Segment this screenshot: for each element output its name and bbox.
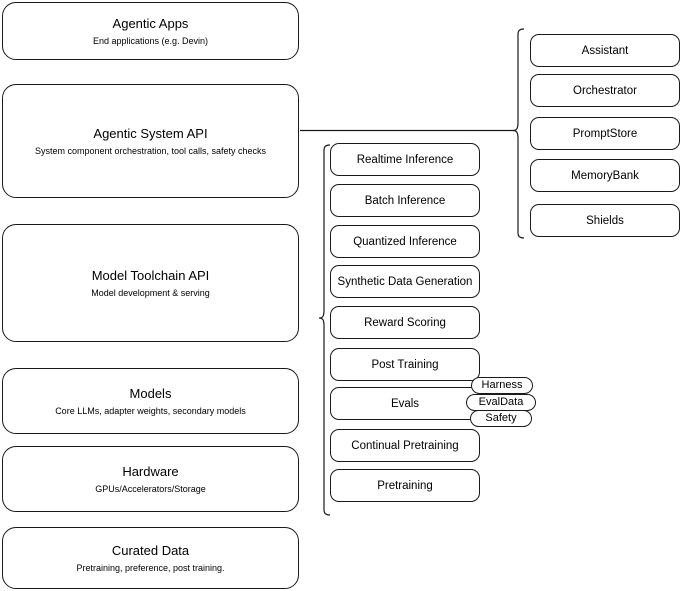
layer-title: Models <box>129 385 172 401</box>
toolchain-item-label: Realtime Inference <box>356 153 454 166</box>
evals-subcomponent-harness[interactable]: Harness <box>471 377 533 394</box>
toolchain-item-quantized-inference[interactable]: Quantized Inference <box>330 225 480 258</box>
layer-model-toolchain-api[interactable]: Model Toolchain API Model development & … <box>2 224 299 342</box>
layer-curated-data[interactable]: Curated Data Pretraining, preference, po… <box>2 527 299 589</box>
toolchain-item-reward-scoring[interactable]: Reward Scoring <box>330 306 480 339</box>
toolchain-item-label: Quantized Inference <box>353 235 457 248</box>
layer-hardware[interactable]: Hardware GPUs/Accelerators/Storage <box>2 446 299 512</box>
system-item-label: Shields <box>586 214 624 227</box>
toolchain-item-continual-pretraining[interactable]: Continual Pretraining <box>330 429 480 462</box>
toolchain-item-label: Batch Inference <box>364 194 446 207</box>
evals-subcomponent-label: Harness <box>481 379 523 391</box>
layer-title: Agentic Apps <box>112 15 189 31</box>
layer-models[interactable]: Models Core LLMs, adapter weights, secon… <box>2 368 299 434</box>
system-item-label: MemoryBank <box>571 169 639 182</box>
evals-subcomponent-label: EvalData <box>478 396 524 408</box>
layer-title: Curated Data <box>111 542 190 558</box>
system-components-brace <box>512 28 525 239</box>
layer-title: Hardware <box>122 463 179 479</box>
system-item-orchestrator[interactable]: Orchestrator <box>530 74 680 107</box>
toolchain-item-label: Pretraining <box>377 479 433 492</box>
system-item-label: Orchestrator <box>573 84 637 97</box>
layer-subtitle: Model development & serving <box>91 287 210 298</box>
layer-subtitle: GPUs/Accelerators/Storage <box>95 483 206 494</box>
layer-agentic-apps[interactable]: Agentic Apps End applications (e.g. Devi… <box>2 2 299 60</box>
layer-agentic-system-api[interactable]: Agentic System API System component orch… <box>2 84 299 198</box>
evals-subcomponent-label: Safety <box>485 412 517 424</box>
toolchain-item-evals[interactable]: Evals <box>330 387 480 420</box>
layer-title: Agentic System API <box>93 125 208 141</box>
layer-subtitle: System component orchestration, tool cal… <box>34 145 267 156</box>
toolchain-item-post-training[interactable]: Post Training <box>330 348 480 381</box>
layer-title: Model Toolchain API <box>91 267 210 283</box>
toolchain-item-label: Post Training <box>371 358 439 371</box>
evals-subcomponent-safety[interactable]: Safety <box>470 410 532 427</box>
layer-subtitle: End applications (e.g. Devin) <box>92 35 209 46</box>
toolchain-item-label: Synthetic Data Generation <box>337 275 473 288</box>
system-item-label: PromptStore <box>572 127 638 140</box>
toolchain-components-brace <box>318 144 331 516</box>
toolchain-item-pretraining[interactable]: Pretraining <box>330 469 480 502</box>
toolchain-item-synthetic-data-generation[interactable]: Synthetic Data Generation <box>330 265 480 298</box>
system-item-memorybank[interactable]: MemoryBank <box>530 159 680 192</box>
system-item-promptstore[interactable]: PromptStore <box>530 117 680 150</box>
toolchain-item-realtime-inference[interactable]: Realtime Inference <box>330 143 480 176</box>
toolchain-item-label: Continual Pretraining <box>351 439 459 452</box>
layer-subtitle: Core LLMs, adapter weights, secondary mo… <box>55 405 246 416</box>
evals-subcomponent-evaldata[interactable]: EvalData <box>466 394 536 411</box>
toolchain-item-label: Evals <box>390 397 420 410</box>
toolchain-item-batch-inference[interactable]: Batch Inference <box>330 184 480 217</box>
system-item-label: Assistant <box>581 44 629 57</box>
system-item-assistant[interactable]: Assistant <box>530 34 680 67</box>
system-item-shields[interactable]: Shields <box>530 204 680 237</box>
toolchain-item-label: Reward Scoring <box>364 316 446 329</box>
layer-subtitle: Pretraining, preference, post training. <box>76 562 225 573</box>
